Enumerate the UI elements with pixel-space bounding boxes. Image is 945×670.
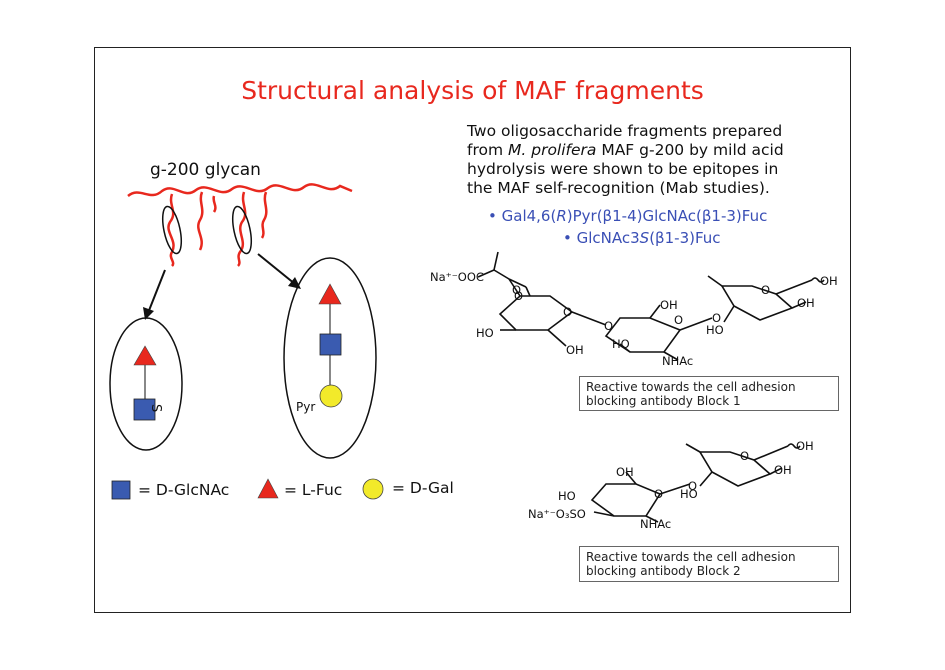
highlight-ellipse-left <box>161 205 183 255</box>
s2-o3: O <box>740 449 749 463</box>
pyruvate-label: Pyr <box>296 400 316 414</box>
legend-fuc-label: = L-Fuc <box>284 481 343 499</box>
fragment-2-ellipse <box>109 317 183 451</box>
bullet-fragment-1: • Gal4,6(R)Pyr(β1-4)GlcNAc(β1-3)Fuc <box>488 207 768 225</box>
s2-oh2: OH <box>796 439 814 453</box>
arrow-to-fragment-2 <box>143 307 154 320</box>
block2-info-box: Reactive towards the cell adhesion block… <box>579 546 839 582</box>
side-chain-3 <box>236 191 247 267</box>
s1-ho3: HO <box>706 323 724 337</box>
highlight-ellipse-right <box>231 205 253 255</box>
s1-o3: O <box>563 305 572 319</box>
slide-title: Structural analysis of MAF fragments <box>241 76 704 105</box>
desc-line-3: hydrolysis were shown to be epitopes in <box>467 160 779 178</box>
s2-o2: O <box>688 479 697 493</box>
fragment-1-ellipse <box>283 257 377 459</box>
s1-oh3: OH <box>820 274 838 288</box>
s2-ho1: HO <box>558 489 576 503</box>
s2-oh3: OH <box>774 463 792 477</box>
glycan-backbone <box>127 183 353 198</box>
s2-ho2: HO <box>680 487 698 501</box>
fuc-triangle-icon <box>133 345 157 366</box>
box1-line1: Reactive towards the cell adhesion <box>586 380 796 394</box>
desc-line-2: from M. prolifera MAF g-200 by mild acid <box>467 141 784 159</box>
s1-oh1: OH <box>566 343 584 357</box>
desc-line-4: the MAF self-recognition (Mab studies). <box>467 179 770 197</box>
s2-sulfate-label: Na⁺⁻O₃SO <box>528 507 586 521</box>
s1-o5: O <box>674 313 683 327</box>
fuc-triangle-icon <box>318 283 342 305</box>
side-chain-1 <box>167 193 175 267</box>
legend-fuc-triangle-icon <box>257 478 279 499</box>
legend-glcnac-square-icon <box>111 480 131 500</box>
s2-oh1: OH <box>616 465 634 479</box>
legend-gal-circle-icon <box>362 478 384 500</box>
block1-info-box: Reactive towards the cell adhesion block… <box>579 376 839 411</box>
description-text: Two oligosaccharide fragments prepared f… <box>467 122 784 198</box>
s1-o1: O <box>512 283 521 297</box>
legend-glcnac-label: = D-GlcNAc <box>138 481 230 499</box>
s1-o7: O <box>761 283 770 297</box>
glcnac-square-icon <box>319 333 342 356</box>
glcnac-square-icon <box>133 398 156 421</box>
gal-circle-icon <box>319 384 343 408</box>
legend-gal-label: = D-Gal <box>392 479 454 497</box>
box2-line1: Reactive towards the cell adhesion <box>586 550 796 564</box>
s1-o2: O <box>514 289 523 303</box>
bullet-fragment-2: • GlcNAc3S(β1-3)Fuc <box>563 229 721 247</box>
side-chain-2 <box>197 191 204 251</box>
side-chain-5 <box>212 195 217 213</box>
side-chain-4 <box>260 191 268 239</box>
s1-oh4: OH <box>797 296 815 310</box>
s1-carboxylate-label: Na⁺⁻OOC <box>430 270 484 284</box>
slide-frame <box>94 47 851 613</box>
box2-line2: blocking antibody Block 2 <box>586 564 741 578</box>
s2-nhac: NHAc <box>640 517 671 531</box>
s1-o4: O <box>604 319 613 333</box>
desc-line-1: Two oligosaccharide fragments prepared <box>467 122 783 140</box>
s1-ho1: HO <box>476 326 494 340</box>
box1-line2: blocking antibody Block 1 <box>586 394 741 408</box>
s1-ho2: HO <box>612 337 630 351</box>
s2-o1: O <box>654 487 663 501</box>
glycan-label: g-200 glycan <box>150 160 261 180</box>
s1-o6: O <box>712 311 721 325</box>
s1-nhac: NHAc <box>662 354 693 368</box>
s1-oh2: OH <box>660 298 678 312</box>
